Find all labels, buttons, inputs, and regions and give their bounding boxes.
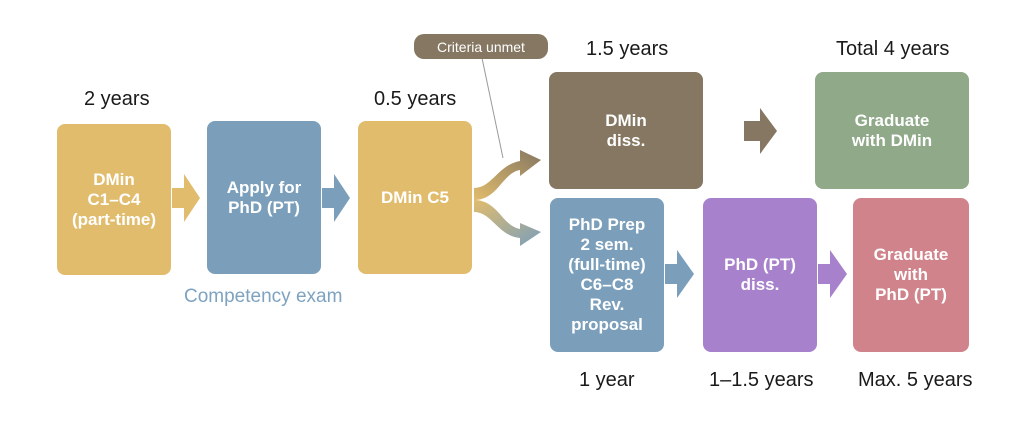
box-dmin-c1c4-text: DMin C1–C4 (part-time) (71, 169, 157, 229)
duration-label-dmin-c1c4: 2 years (84, 88, 150, 110)
criteria-unmet-label: Criteria unmet (437, 38, 525, 55)
duration-label-max: Max. 5 years (858, 369, 973, 391)
box-phd-prep-text: PhD Prep 2 sem. (full-time) C6–C8 Rev. p… (568, 215, 646, 334)
box-graduate-dmin: Graduate with DMin (815, 72, 969, 189)
duration-label-dmin-c5: 0.5 years (374, 88, 457, 110)
box-graduate-phd-text: Graduate with PhD (PT) (873, 245, 949, 304)
arrow-dmin-diss-to-grad (744, 108, 777, 154)
duration-label-phd-prep: 1 year (579, 369, 635, 391)
box-dmin-c5-text: DMin C5 (381, 187, 449, 207)
box-apply-phd: Apply for PhD (PT) (207, 121, 321, 274)
box-dmin-c1c4: DMin C1–C4 (part-time) (57, 124, 171, 275)
arrow-diss-to-grad (818, 250, 847, 298)
arrow-prep-to-diss (665, 250, 694, 298)
box-phd-prep: PhD Prep 2 sem. (full-time) C6–C8 Rev. p… (550, 198, 664, 352)
box-dmin-diss-text: DMin diss. (605, 110, 647, 150)
criteria-unmet-badge: Criteria unmet (414, 34, 548, 59)
arrow-apply-to-c5 (322, 174, 350, 222)
box-dmin-c5: DMin C5 (358, 121, 472, 274)
box-phd-diss: PhD (PT) diss. (703, 198, 817, 352)
competency-exam-label: Competency exam (184, 286, 343, 307)
box-graduate-phd: Graduate with PhD (PT) (853, 198, 969, 352)
duration-label-total: Total 4 years (836, 38, 950, 60)
duration-label-dmin-diss: 1.5 years (586, 38, 669, 60)
box-dmin-diss: DMin diss. (549, 72, 703, 189)
arrow-c5-to-dmin-diss (474, 150, 541, 200)
box-phd-diss-text: PhD (PT) diss. (724, 255, 796, 294)
arrow-c5-to-phd-prep (474, 200, 541, 246)
box-apply-phd-text: Apply for PhD (PT) (226, 177, 302, 217)
box-graduate-dmin-text: Graduate with DMin (851, 110, 933, 150)
arrow-dmin-to-apply (172, 174, 200, 222)
duration-label-phd-diss: 1–1.5 years (709, 369, 814, 391)
